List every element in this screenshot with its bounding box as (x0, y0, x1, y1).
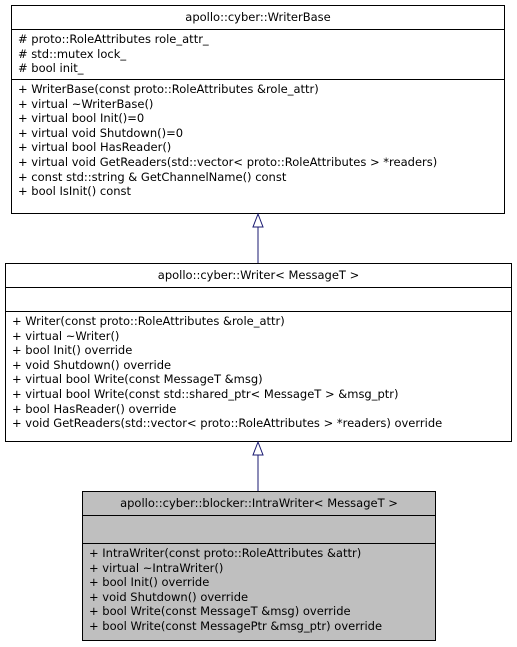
method-intrawriter-dtor: + virtual ~IntraWriter() (89, 560, 224, 575)
method-writerbase-getreaders: + virtual void GetReaders(std::vector< p… (18, 154, 438, 169)
class-box-writer-base[interactable]: apollo::cyber::WriterBase # proto::RoleA… (11, 5, 505, 214)
method-writer-ctor: + Writer(const proto::RoleAttributes &ro… (12, 314, 285, 328)
class-box-writer[interactable]: apollo::cyber::Writer< MessageT > + Writ… (5, 263, 512, 442)
method-writer-hasreader: + bool HasReader() override (12, 401, 177, 416)
attributes-section-writer-base: # proto::RoleAttributes role_attr_ # std… (12, 30, 504, 80)
methods-section-intra-writer: + IntraWriter(const proto::RoleAttribute… (83, 544, 435, 640)
attribute-lock: # std::mutex lock_ (18, 46, 127, 61)
method-writerbase-shutdown: + virtual void Shutdown()=0 (18, 125, 184, 140)
method-writer-getreaders: + void GetReaders(std::vector< proto::Ro… (12, 416, 443, 431)
attributes-section-intra-writer (83, 516, 435, 544)
attribute-role-attr: # proto::RoleAttributes role_attr_ (18, 32, 209, 46)
method-intrawriter-write-msg: + bool Write(const MessageT &msg) overri… (89, 604, 351, 619)
method-writerbase-hasreader: + virtual bool HasReader() (18, 140, 172, 155)
class-name-writer-base: apollo::cyber::WriterBase (12, 6, 504, 30)
method-intrawriter-init: + bool Init() override (89, 575, 210, 590)
method-writer-init: + bool Init() override (12, 343, 133, 358)
inheritance-arrow-writer-to-writerbase (252, 212, 264, 263)
method-writer-shutdown: + void Shutdown() override (12, 357, 172, 372)
class-name-intra-writer: apollo::cyber::blocker::IntraWriter< Mes… (83, 492, 435, 516)
method-writer-write-msg: + virtual bool Write(const MessageT &msg… (12, 372, 263, 387)
method-writerbase-dtor: + virtual ~WriterBase() (18, 96, 154, 111)
methods-section-writer: + Writer(const proto::RoleAttributes &ro… (6, 312, 511, 441)
method-writer-write-ptr: + virtual bool Write(const std::shared_p… (12, 386, 399, 401)
method-intrawriter-shutdown: + void Shutdown() override (89, 589, 249, 604)
method-writerbase-init: + virtual bool Init()=0 (18, 111, 145, 126)
class-box-intra-writer[interactable]: apollo::cyber::blocker::IntraWriter< Mes… (82, 491, 436, 641)
method-writerbase-ctor: + WriterBase(const proto::RoleAttributes… (18, 82, 319, 96)
attribute-init: # bool init_ (18, 61, 84, 76)
method-writerbase-getchannelname: + const std::string & GetChannelName() c… (18, 169, 287, 184)
method-intrawriter-write-ptr: + bool Write(const MessagePtr &msg_ptr) … (89, 618, 383, 633)
class-name-writer: apollo::cyber::Writer< MessageT > (6, 264, 511, 288)
method-intrawriter-ctor: + IntraWriter(const proto::RoleAttribute… (89, 546, 362, 560)
methods-section-writer-base: + WriterBase(const proto::RoleAttributes… (12, 80, 504, 213)
method-writerbase-isinit: + bool IsInit() const (18, 184, 132, 199)
inheritance-arrow-intrawriter-to-writer (252, 440, 264, 491)
method-writer-dtor: + virtual ~Writer() (12, 328, 120, 343)
attributes-section-writer (6, 288, 511, 312)
